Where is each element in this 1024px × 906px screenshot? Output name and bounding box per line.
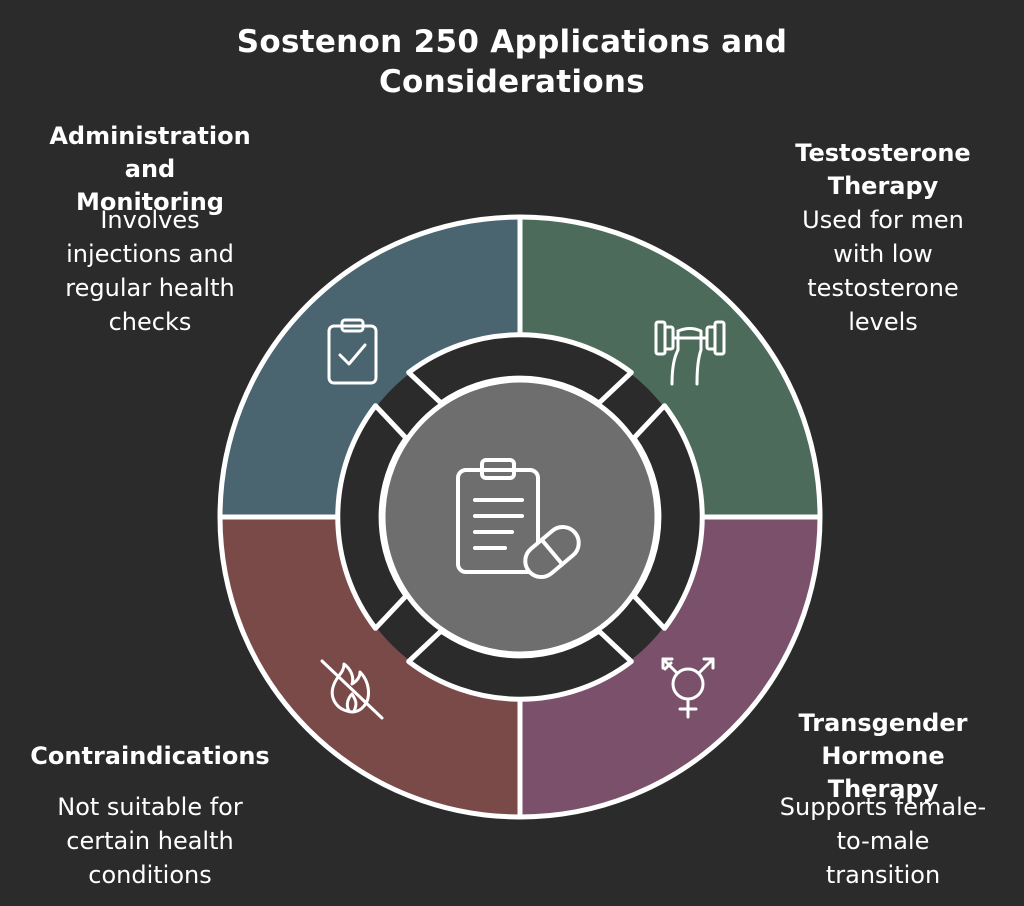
transgender-heading: Transgender Hormone Therapy	[798, 709, 968, 803]
quadrant-contraindications	[220, 517, 520, 817]
no-fire-icon	[320, 659, 384, 720]
quadrant-testosterone	[520, 217, 820, 517]
diagram-title: Sostenon 250 Applications and Considerat…	[162, 22, 862, 102]
transgender-description: Supports female- to-male transition	[779, 793, 987, 889]
dumbbell-hand-icon	[654, 320, 726, 386]
administration-description: Involves injections and regular health c…	[65, 206, 235, 336]
testosterone-description: Used for men with low testosterone level…	[802, 206, 964, 336]
contraindications-heading: Contraindications	[30, 742, 270, 770]
title-line-2: Considerations	[378, 64, 646, 100]
testosterone-heading: Testosterone Therapy	[795, 139, 971, 200]
administration-heading: Administration and Monitoring	[49, 122, 251, 216]
transgender-symbol-icon	[661, 657, 715, 719]
contraindications-description: Not suitable for certain health conditio…	[57, 793, 243, 889]
ring-outline	[217, 214, 823, 820]
title-line-1: Sostenon 250 Applications and	[236, 24, 788, 60]
clipboard-check-icon	[327, 318, 378, 385]
quadrant-administration	[220, 217, 520, 517]
clipboard-pill-icon	[456, 458, 581, 579]
